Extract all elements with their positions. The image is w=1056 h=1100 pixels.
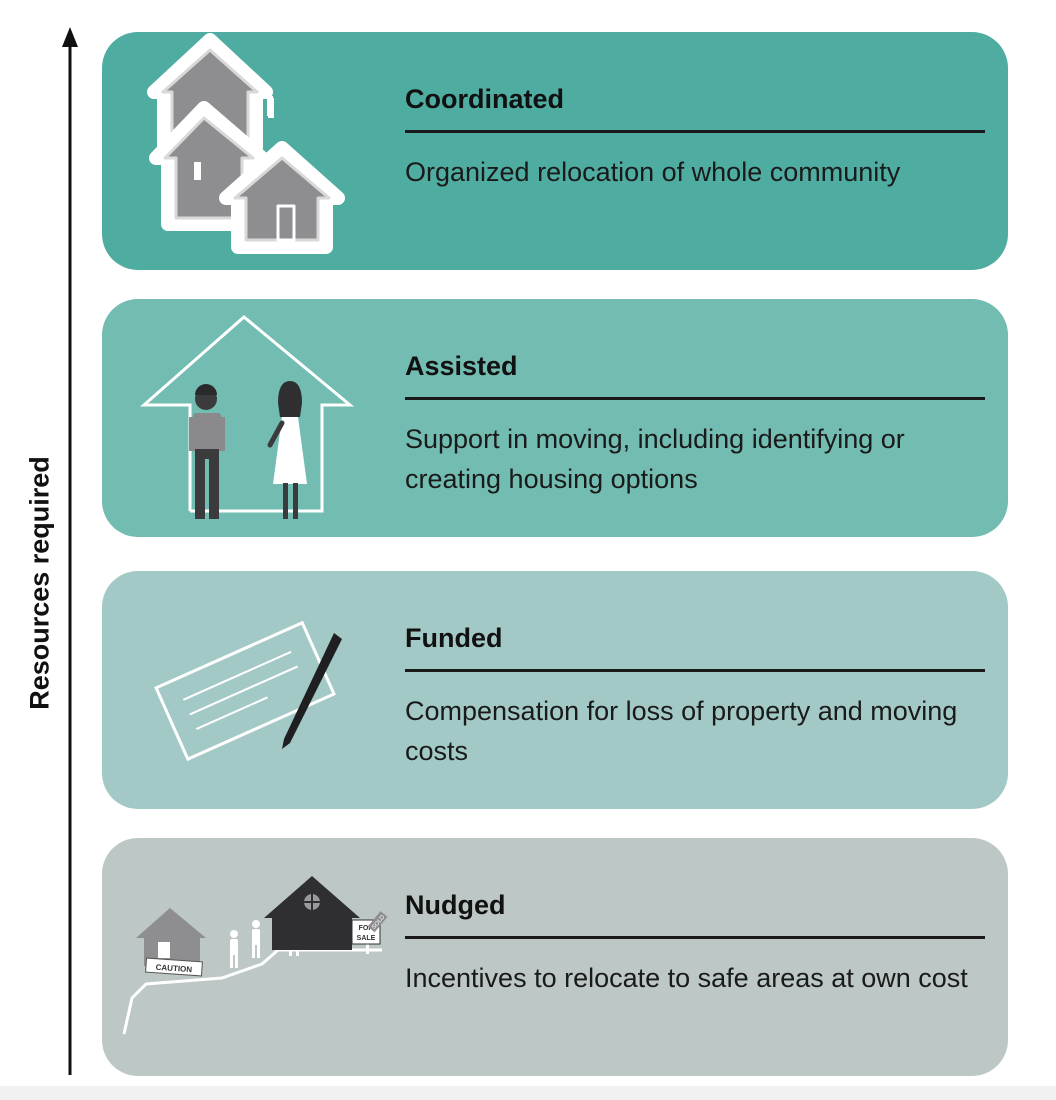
level-title: Nudged <box>405 890 506 921</box>
family-in-house-icon <box>102 299 402 537</box>
bottom-strip <box>0 1086 1056 1100</box>
title-underline <box>405 936 985 939</box>
level-description: Compensation for loss of property and mo… <box>405 691 995 771</box>
level-description: Incentives to relocate to safe areas at … <box>405 958 995 998</box>
check-and-pen-icon <box>102 571 402 809</box>
for-sale-sign-line2: SALE <box>357 935 376 942</box>
title-underline <box>405 397 985 400</box>
level-title: Funded <box>405 623 502 654</box>
panel-assisted: Assisted Support in moving, including id… <box>102 299 1008 537</box>
title-underline <box>405 669 985 672</box>
level-title: Coordinated <box>405 84 564 115</box>
level-description: Support in moving, including identifying… <box>405 419 995 499</box>
panel-nudged: CAUTION FOR SALE SOLD Nud <box>102 838 1008 1076</box>
level-description: Organized relocation of whole community <box>405 152 995 192</box>
panel-coordinated: Coordinated Organized relocation of whol… <box>102 32 1008 270</box>
level-title: Assisted <box>405 351 518 382</box>
title-underline <box>405 130 985 133</box>
houses-cluster-icon <box>102 32 402 270</box>
relocation-scene-icon: CAUTION FOR SALE SOLD <box>102 838 402 1076</box>
axis-label: Resources required <box>25 456 56 710</box>
axis-arrow <box>50 25 90 1085</box>
panel-funded: Funded Compensation for loss of property… <box>102 571 1008 809</box>
